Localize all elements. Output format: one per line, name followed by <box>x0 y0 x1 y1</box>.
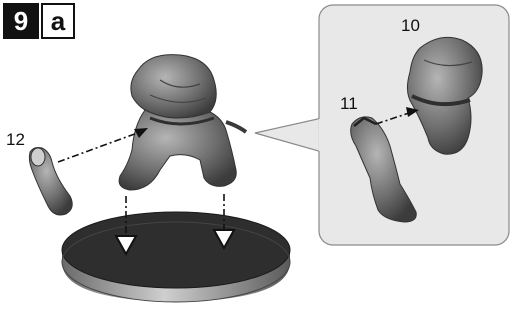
part-label-12: 12 <box>6 130 25 150</box>
step-badge: 9 a <box>3 3 75 39</box>
part-12-arm <box>29 148 72 216</box>
callout-pointer <box>255 118 322 152</box>
part-label-10: 10 <box>401 16 420 36</box>
main-model <box>119 55 246 190</box>
part-label-11: 11 <box>340 94 358 114</box>
step-number: 9 <box>3 3 39 39</box>
miniature-base <box>62 212 290 302</box>
step-sub-letter: a <box>41 3 75 39</box>
